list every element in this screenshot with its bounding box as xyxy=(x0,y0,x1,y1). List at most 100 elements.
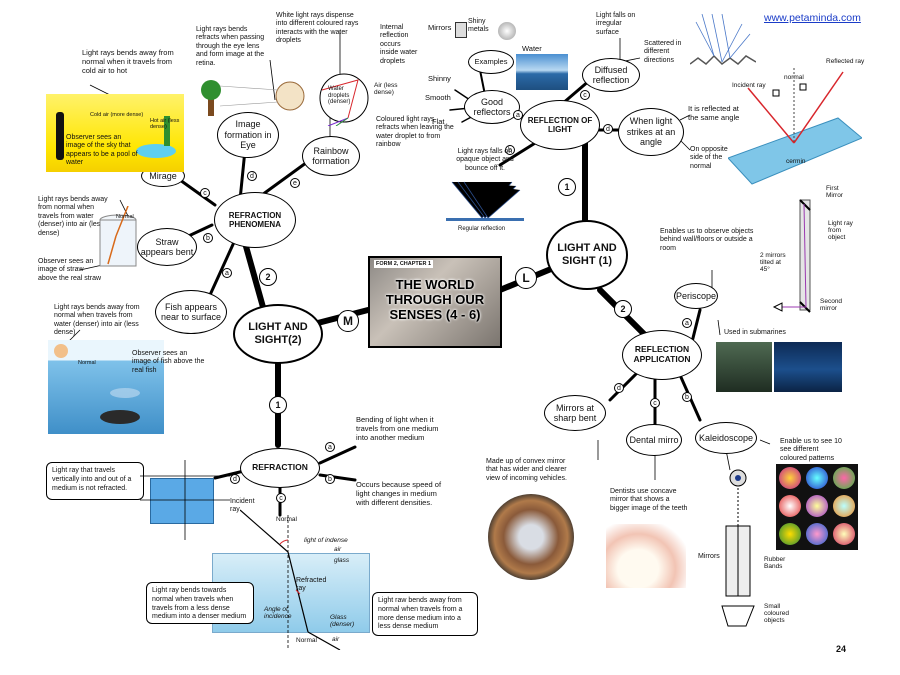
marker-rf-c: c xyxy=(276,493,286,503)
away-normal-box: Light raw bends away from normal when tr… xyxy=(372,592,478,636)
website-link[interactable]: www.petaminda.com xyxy=(764,12,861,24)
label-shinny: Shinny xyxy=(428,74,451,83)
bending-note: Bending of light when it travels from on… xyxy=(356,415,439,442)
rainbow-droplet-diagram xyxy=(319,73,369,126)
node-light-sight-1: LIGHT AND SIGHT (1) xyxy=(546,220,628,290)
node-fish-near: Fish appears near to surface xyxy=(155,290,227,334)
marker-ph-b: b xyxy=(203,233,213,243)
label-air-less-dense: Air (less dense) xyxy=(374,82,398,97)
label-normal-fish: Normal xyxy=(78,360,96,366)
label-cermin: cermin xyxy=(786,158,806,165)
convex-mirror-photo xyxy=(488,494,574,580)
straw-glass-diagram xyxy=(99,206,137,267)
node-reflection-application: REFLECTION APPLICATION xyxy=(622,330,702,380)
vertical-ray-block xyxy=(150,478,214,524)
periscope-note: Enables us to observe objects behind wal… xyxy=(660,228,754,252)
submarine-crew-photo xyxy=(716,342,772,392)
page-number: 24 xyxy=(836,644,847,654)
same-angle-note: It is reflected at the same angle xyxy=(688,104,740,122)
diffused-reflection-diagram xyxy=(690,14,756,65)
white-light-note: White light rays dispense into different… xyxy=(276,12,359,45)
dentist-note: Dentists use concave mirror that shows a… xyxy=(610,488,688,512)
node-periscope: Periscope xyxy=(674,283,718,309)
branch-num-1-left: 1 xyxy=(269,396,287,414)
label-water-droplets: Water droplets (denser) xyxy=(328,86,351,106)
badge-l: L xyxy=(515,267,537,289)
scattered-note: Scattered in different directions xyxy=(644,40,682,64)
branch-num-1: 1 xyxy=(558,178,576,196)
marker-b: b xyxy=(505,145,515,155)
label-normal-bottom: Normal xyxy=(296,637,317,644)
node-dental-mirror: Dental mirro xyxy=(626,424,682,456)
label-shiny-metals: Shiny metals xyxy=(468,18,489,33)
label-smooth: Smooth xyxy=(425,93,451,102)
label-small-objects: Small coloured objects xyxy=(764,603,789,625)
label-flat: Flat xyxy=(432,117,445,126)
label-cold-air: Cold air (more dense) xyxy=(90,112,144,118)
marker-ph-a: a xyxy=(222,268,232,278)
chapter-header: FORM 2, CHAPTER 1 xyxy=(374,260,434,268)
marker-a: a xyxy=(513,110,523,120)
central-title: THE WORLD THROUGH OUR SENSES (4 - 6) xyxy=(385,277,485,322)
label-regular-reflection: Regular reflection xyxy=(458,226,506,232)
marker-app-a: a xyxy=(682,318,692,328)
label-incident-ray: Incident ray xyxy=(732,82,766,89)
label-water: Water xyxy=(522,44,542,53)
label-submarines: Used in submarines xyxy=(724,329,786,336)
opaque-object-note: Light rays falls on opaque object and bo… xyxy=(456,148,514,172)
node-examples: Examples xyxy=(468,50,514,74)
label-glass: glass xyxy=(334,557,350,564)
marker-rf-d: d xyxy=(230,474,240,484)
eye-note: Light rays bends refracts when passing t… xyxy=(196,26,265,67)
irregular-surface-note: Light falls on irregular surface xyxy=(596,12,636,36)
label-air-bottom: air xyxy=(332,636,340,643)
node-refraction: REFRACTION xyxy=(240,448,320,488)
shiny-metal-icon xyxy=(498,22,516,40)
mirage-scene xyxy=(46,94,184,172)
label-air-top: air xyxy=(334,546,342,553)
kaleidoscope-patterns-image xyxy=(776,464,858,550)
label-mirrors-kaleido: Mirrors xyxy=(698,553,720,560)
coloured-rays-note: Coloured light rays refracts when leavin… xyxy=(376,116,454,149)
node-image-formation-eye: Image formation in Eye xyxy=(217,112,279,158)
towards-normal-box: Light ray bends towards normal when trav… xyxy=(146,582,254,624)
marker-app-d: d xyxy=(614,383,624,393)
angle-reflection-diagram xyxy=(728,68,862,185)
opposite-side-note: On opposite side of the normal xyxy=(690,146,728,170)
node-diffused-reflection: Diffused reflection xyxy=(582,58,640,92)
kaleidoscope-diagram xyxy=(721,469,755,627)
node-rainbow-formation: Rainbow formation xyxy=(302,136,360,176)
marker-app-b: b xyxy=(682,392,692,402)
straw-note: Light rays bends away from normal when t… xyxy=(38,196,108,237)
branch-num-2-left: 2 xyxy=(259,268,277,286)
node-light-sight-2: LIGHT AND SIGHT(2) xyxy=(233,304,323,364)
marker-rf-b: b xyxy=(325,474,335,484)
marker-ph-c: c xyxy=(200,188,210,198)
occurs-note: Occurs because speed of light changes in… xyxy=(356,480,442,507)
submarine-photo xyxy=(774,342,842,392)
mirror-icon xyxy=(455,22,467,38)
fish-water-scene xyxy=(48,340,164,434)
regular-reflection-diagram xyxy=(446,181,524,221)
refraction-ray-diagram xyxy=(240,509,341,650)
observer-straw-note: Observer sees an image of straw above th… xyxy=(38,258,102,282)
fish-note: Light rays bends away from normal when t… xyxy=(54,304,140,337)
marker-ph-e: e xyxy=(290,178,300,188)
node-mirrors-sharp-bent: Mirrors at sharp bent xyxy=(544,395,606,431)
eye-diagram xyxy=(201,80,305,116)
periscope-diagram xyxy=(772,199,811,313)
label-light-ray-object: Light ray from object xyxy=(828,220,853,242)
node-reflection-of-light: REFLECTION OF LIGHT xyxy=(520,100,600,150)
internal-reflection-note: Internal reflection occurs inside water … xyxy=(380,24,418,65)
label-rubber-bands: Rubber Bands xyxy=(764,556,786,571)
kaleidoscope-note: Enable us to see 10 see different colour… xyxy=(780,438,842,462)
node-kaleidoscope: Kaleidoscope xyxy=(695,422,757,454)
convex-mirror-note: Made up of convex mirror that has wider … xyxy=(486,458,567,482)
dental-teeth-photo xyxy=(606,524,686,588)
marker-d: d xyxy=(603,124,613,134)
label-hot-air: Hot air (less dense) xyxy=(150,118,180,131)
label-refracted-ray: Refracted ray xyxy=(296,577,327,592)
label-incident-ray-refr: Incident ray xyxy=(230,498,255,513)
observer-sky-note: Observer sees an image of the sky that a… xyxy=(66,134,138,167)
label-reflected-ray: Reflected ray xyxy=(826,58,865,65)
